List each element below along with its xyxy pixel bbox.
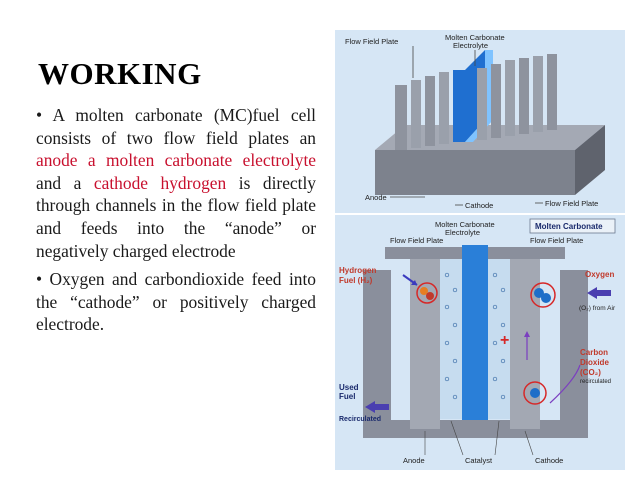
bottom-plate [363, 420, 588, 438]
fuel-cell-schematic-figure: Molten Carbonate Molten Carbonate Electr… [335, 215, 625, 470]
co2-ring [523, 381, 547, 405]
label-flow-field-plate-right: Flow Field Plate [530, 236, 583, 245]
highlight-anode: anode a molten carbonate electrolyte [36, 150, 316, 171]
cathode-plate [510, 259, 540, 429]
label-cathode: Cathode [465, 201, 493, 210]
catalyst-bubbles [444, 272, 506, 400]
bullet-text: • A molten carbonate (MC)fuel cell consi… [36, 105, 316, 148]
label-dioxide: Dioxide [580, 358, 609, 367]
label-anode: Anode [365, 193, 387, 202]
label-flow-field-plate-2: Flow Field Plate [545, 199, 598, 208]
fuel-cell-stack-figure: Flow Field Plate Molten Carbonate Electr… [335, 30, 625, 213]
bullet-anode: • A molten carbonate (MC)fuel cell consi… [36, 104, 316, 262]
hydrogen-molecule-icon [420, 287, 428, 295]
label-used: Used [339, 383, 359, 392]
label-co2: (CO₂) [580, 368, 601, 377]
hydrogen-molecule-icon [426, 292, 434, 300]
label-electrolyte: Electrolyte [453, 41, 488, 50]
oxygen-ring [530, 282, 556, 308]
highlight-cathode: cathode hydrogen [93, 172, 227, 193]
anode-catalyst [440, 259, 462, 419]
bullet-list: • A molten carbonate (MC)fuel cell consi… [36, 104, 316, 342]
right-wall [560, 270, 588, 420]
banner-text: Molten Carbonate [535, 222, 603, 231]
label-molten-carbonate: Molten Carbonate [445, 33, 505, 42]
base-side [575, 125, 605, 195]
left-wall [363, 270, 391, 420]
label-hydrogen: Hydrogen [339, 266, 376, 275]
label-anode: Anode [403, 456, 425, 465]
label-flow-field-plate: Flow Field Plate [345, 37, 398, 46]
co2-molecule-icon [530, 388, 540, 398]
banner-box [529, 218, 616, 234]
left-flow-plate-fins [395, 72, 449, 150]
base-front [375, 150, 575, 195]
label-molten-carbonate: Molten Carbonate [435, 220, 495, 229]
positive-sign: + [500, 332, 509, 349]
label-cathode: Cathode [535, 456, 563, 465]
label-flow-field-plate-left: Flow Field Plate [390, 236, 443, 245]
label-catalyst: Catalyst [465, 456, 493, 465]
slide-title: WORKING [38, 56, 202, 91]
label-recirculated-left: Recirculated [339, 416, 381, 423]
label-recirculated: recirculated [580, 379, 611, 385]
bullet-text: and a [36, 172, 94, 193]
oxygen-molecule-icon [541, 293, 551, 303]
label-oxygen: Oxygen [585, 270, 614, 279]
label-from-air: (O₂) from Air [579, 305, 616, 312]
label-carbon: Carbon [580, 348, 608, 357]
electrolyte [462, 245, 488, 420]
label-fuel-h2: Fuel (H₂) [339, 276, 373, 285]
label-electrolyte: Electrolyte [445, 228, 480, 237]
bullet-oxygen: • Oxygen and carbondioxide feed into the… [36, 269, 316, 335]
flow-arrows [365, 274, 611, 413]
label-fuel-out: Fuel [339, 392, 355, 401]
oxygen-molecule-icon [534, 288, 544, 298]
right-flow-plate-fins [477, 54, 557, 140]
bullet-text: is directly through channels in the flow… [36, 172, 316, 261]
base-top [375, 125, 605, 150]
hydrogen-ring [416, 282, 438, 304]
